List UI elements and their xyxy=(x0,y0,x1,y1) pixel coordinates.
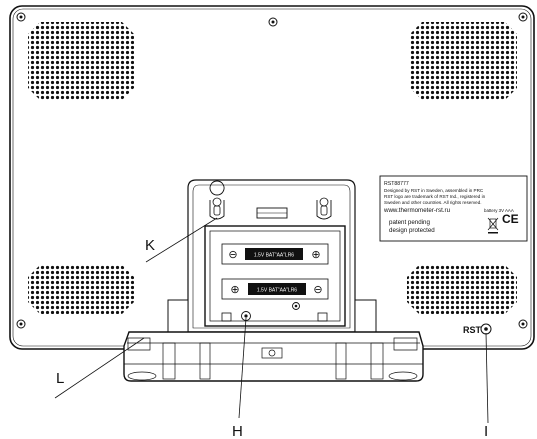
speaker-grille-bottom-right xyxy=(407,265,517,314)
label-line-2: RST logo are trademark of RST Ind., regi… xyxy=(384,194,486,199)
leader-line-i xyxy=(485,332,489,424)
battery-slot-top: 1.5V BAT”AA”LR6 ⊖ ⊕ xyxy=(221,243,329,265)
battery-slot-top-minus: ⊖ xyxy=(228,249,237,261)
speaker-grille-top-left xyxy=(28,22,134,100)
battery-compartment xyxy=(204,225,346,327)
screw-bottom-left xyxy=(16,319,26,329)
battery-cover-latch xyxy=(256,207,288,219)
leader-line-h xyxy=(238,317,247,419)
stand-base xyxy=(123,331,424,382)
speaker-grille-bottom-left xyxy=(28,265,134,314)
label-line-1: Designed by RST in Sweden, assembled in … xyxy=(384,188,484,193)
weee-bin-icon xyxy=(487,217,499,234)
callout-i: I xyxy=(484,423,488,439)
brand-mark-rst: RST xyxy=(463,325,482,335)
callout-k: K xyxy=(145,237,155,254)
battery-slot-bottom-label: 1.5V BAT”AA”LR6 xyxy=(257,288,297,294)
battery-slot-top-label: 1.5V BAT”AA”LR6 xyxy=(254,253,294,259)
label-battery-note: battery 3V AAA xyxy=(484,208,514,213)
ce-mark: CE xyxy=(502,212,519,226)
battery-slot-bottom-minus: ⊖ xyxy=(313,284,322,296)
compartment-screw xyxy=(292,302,300,310)
leader-line-l xyxy=(54,337,145,399)
leader-line-k xyxy=(145,217,218,263)
stand-side-brackets xyxy=(167,299,377,333)
battery-slot-bottom: 1.5V BAT”AA”LR6 ⊕ ⊖ xyxy=(221,278,329,300)
label-line-3: Sweden and other countries. All rights r… xyxy=(384,200,482,205)
screw-bottom-right xyxy=(518,319,528,329)
callout-l: L xyxy=(56,370,64,387)
cover-clips xyxy=(221,312,328,322)
keyhole-left xyxy=(209,180,225,220)
label-patent-line-2: design protected xyxy=(389,227,435,234)
callout-h: H xyxy=(232,423,243,439)
keyhole-right xyxy=(316,197,332,220)
label-patent-line-1: patent pending xyxy=(389,219,431,226)
battery-slot-bottom-plus: ⊕ xyxy=(230,284,239,296)
screw-top-right xyxy=(518,12,528,22)
product-info-label: RST88777 Designed by RST in Sweden, asse… xyxy=(379,175,528,242)
screw-top-left xyxy=(16,12,26,22)
screw-top-center xyxy=(268,17,278,27)
label-website: www.thermometer-rst.ru xyxy=(383,207,451,214)
battery-slot-top-plus: ⊕ xyxy=(311,249,320,261)
speaker-grille-top-right xyxy=(410,22,517,100)
label-model: RST88777 xyxy=(384,181,409,187)
